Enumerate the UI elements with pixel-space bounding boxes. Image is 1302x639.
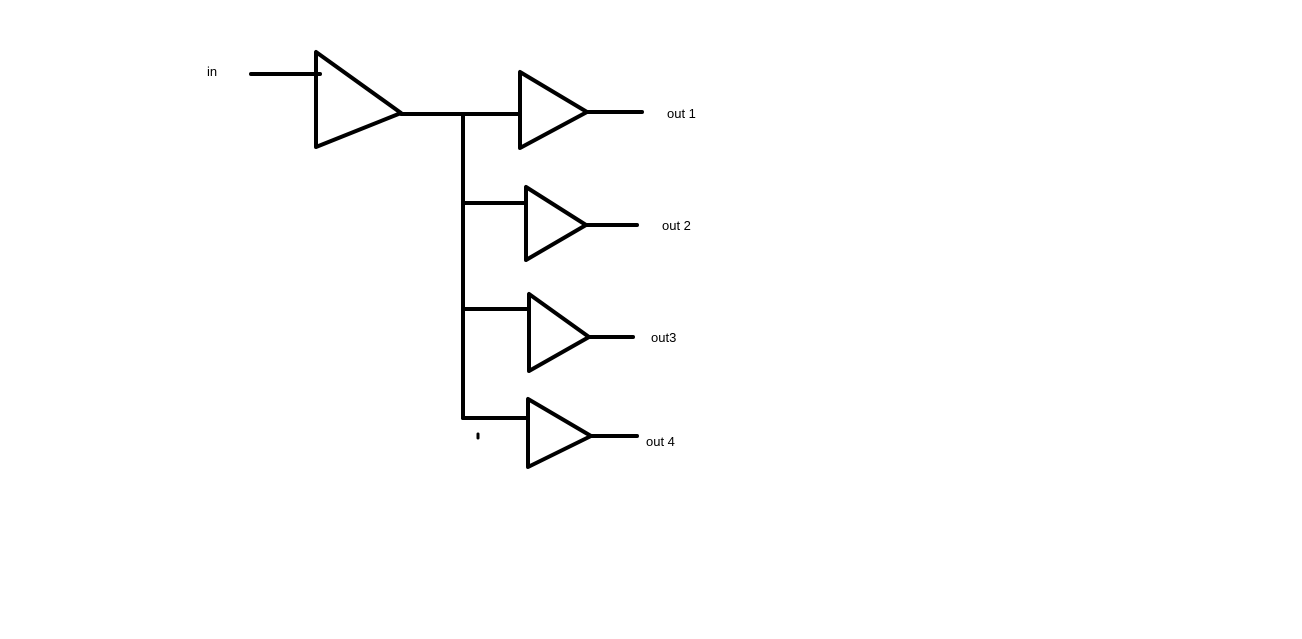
input-label: in [207,64,218,79]
output-buffer-3 [527,292,591,373]
output-label-2: out 2 [662,218,691,233]
output-buffer-4 [526,397,593,469]
output-label-1: out 1 [667,106,696,121]
output-buffer-2 [524,185,588,262]
input-buffer [314,50,403,149]
output-buffer-1 [518,70,589,150]
output-label-4: out 4 [646,434,675,449]
output-label-3: out3 [651,330,677,345]
